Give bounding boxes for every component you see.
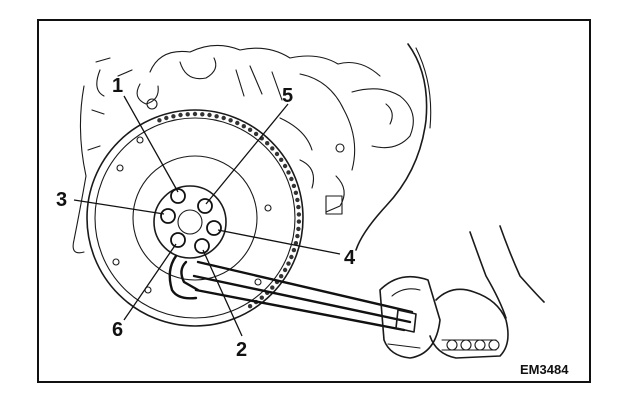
bolt-hole-4	[206, 220, 222, 236]
ring-gear-teeth	[157, 111, 302, 309]
bolt-hole-6	[170, 232, 186, 248]
wrench-tool	[168, 254, 441, 359]
callout-6: 6	[112, 319, 123, 341]
callout-3: 3	[56, 189, 67, 211]
callout-5: 5	[282, 85, 293, 107]
engine-block-sketch	[72, 43, 432, 254]
flywheel	[86, 109, 304, 327]
bolt-hole-2	[194, 238, 210, 254]
bolt-hole-5	[197, 198, 213, 214]
figure-frame	[37, 19, 591, 383]
callout-1: 1	[112, 75, 123, 97]
callout-2: 2	[236, 339, 247, 361]
flywheel-hub	[153, 185, 227, 259]
bolt-hole-3	[160, 208, 176, 224]
leader-lines	[73, 95, 341, 337]
hand-sketch	[429, 225, 545, 359]
callout-4: 4	[344, 247, 356, 269]
figure-code: EM3484	[520, 362, 569, 377]
bolt-hole-1	[170, 188, 186, 204]
